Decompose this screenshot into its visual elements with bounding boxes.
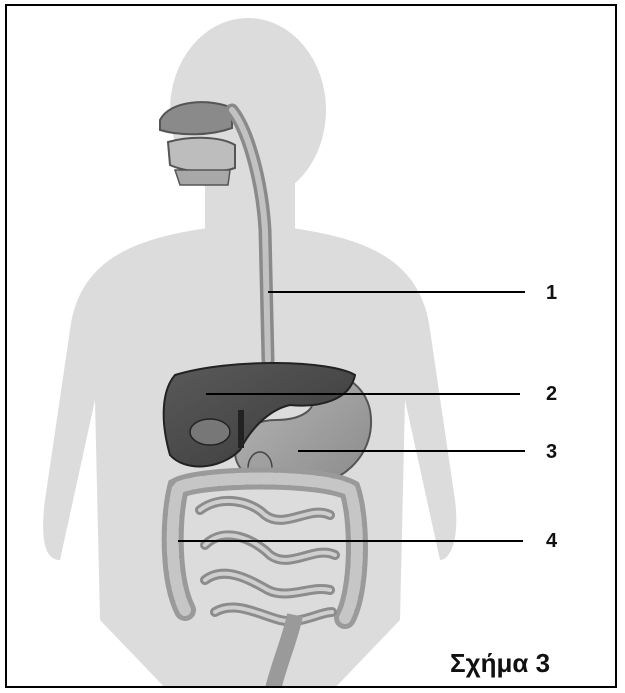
label-number-4: 4 [546,530,557,553]
label-number-3: 3 [546,441,557,464]
figure-caption: Σχήμα 3 [450,648,550,679]
label-number-1: 1 [546,282,557,305]
gall-bladder [190,419,230,445]
label-number-2: 2 [546,383,557,406]
mouth-cavity [160,102,235,185]
body-silhouette [43,18,456,693]
